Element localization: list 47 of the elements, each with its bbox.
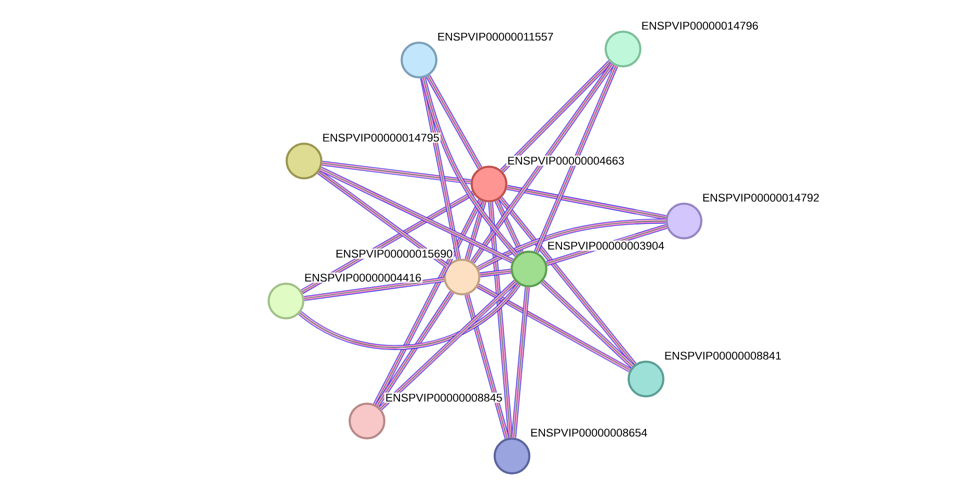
node-label: ENSPVIP00000004663: [506, 156, 626, 166]
edge-bundle: [494, 200, 524, 254]
edge-bundle: [500, 60, 612, 173]
node-label: ENSPVIP00000011557: [436, 32, 555, 42]
protein-node: [510, 250, 548, 288]
node-label: ENSPVIP00000015690: [334, 248, 454, 259]
edge-bundle: [464, 294, 510, 439]
edge-bundle: [464, 200, 486, 260]
node-label: ENSPVIP00000014792: [701, 192, 820, 203]
protein-node: [604, 30, 642, 68]
protein-node: [628, 360, 664, 398]
edge-bundle: [421, 77, 519, 257]
protein-node: [268, 282, 304, 320]
edge-bundle: [426, 74, 482, 170]
node-label: ENSPVIP00000014796: [640, 20, 760, 31]
edge-bundle: [540, 280, 634, 368]
node-label: ENSPVIP00000008654: [529, 428, 648, 438]
edge-bundle: [534, 64, 618, 254]
protein-node: [348, 402, 386, 440]
node-label: ENSPVIP00000004416: [303, 272, 422, 283]
edge-bundle: [476, 284, 632, 372]
edge-bundle: [477, 218, 666, 270]
edge-bundle: [304, 277, 444, 301]
edge-bundle: [375, 291, 454, 407]
node-label: ENSPVIP00000008845: [384, 392, 504, 403]
protein-node: [400, 42, 438, 78]
edge-bundle: [298, 282, 520, 350]
edge-bundle: [320, 166, 514, 264]
edge-bundle: [378, 280, 518, 410]
edge-bundle: [470, 62, 614, 264]
protein-node: [494, 438, 530, 474]
node-label: ENSPVIP00000014795: [321, 132, 440, 143]
edge-bundle: [498, 196, 636, 366]
protein-node: [666, 202, 702, 240]
edge-bundle: [322, 160, 472, 184]
node-label: ENSPVIP00000008841: [663, 350, 782, 361]
edge-bundle: [373, 199, 483, 406]
edge-bundle: [488, 202, 513, 438]
edge-bundle: [480, 268, 512, 278]
protein-node: [286, 142, 322, 180]
node-label: ENSPVIP00000003904: [546, 240, 666, 251]
protein-node: [470, 166, 508, 202]
edge-bundle: [511, 286, 530, 438]
edge-bundle: [317, 170, 449, 268]
protein-node: [444, 258, 480, 296]
edge-bundle: [420, 78, 461, 260]
edge-bundle: [506, 185, 666, 220]
